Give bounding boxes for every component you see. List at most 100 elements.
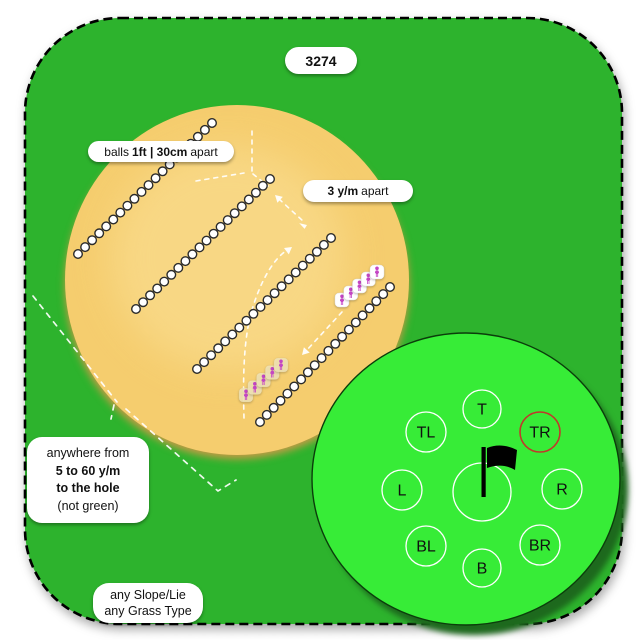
person-head [244,389,248,394]
ball-row [254,282,396,428]
golf-ball [222,215,233,226]
green-targets: T TL TR L R BL B BR [381,389,583,588]
ball-spacing-prefix: balls [104,144,129,159]
golf-ball [323,345,334,356]
distance-line: 5 to 60 y/m [55,463,121,478]
golf-ball [201,235,212,246]
target-ring [381,469,423,511]
arrowhead-icon [302,347,310,355]
golf-ball [206,117,217,128]
golf-ball [265,173,276,184]
golf-ball [187,249,198,260]
golf-ball [282,388,293,399]
golf-ball [150,173,161,184]
row-spacing-label: 3 y/m apart [303,180,413,202]
golf-ball [350,317,361,328]
golf-ball [276,281,287,292]
person-head [253,382,257,386]
golf-ball [152,283,163,294]
target-circle-B: B [462,548,502,588]
golf-ball [122,200,133,211]
player-group [334,264,385,308]
golf-ball [304,253,315,264]
golf-ball [159,276,170,287]
target-label: R [556,482,568,499]
player-icon [273,357,289,373]
golf-ball [192,131,203,142]
row-spacing-arrow [278,198,304,222]
target-label: BL [416,539,436,556]
golf-ball [227,329,238,340]
row-spacing-suffix: apart [361,184,389,198]
person-head [270,367,275,371]
target-ring [519,411,561,453]
target-ring [405,411,447,453]
golf-ball [257,180,268,191]
person-head [366,273,371,278]
golf-ball [330,338,341,349]
target-circle-TR: TR [519,411,561,453]
target-label: TL [417,425,436,442]
target-ring [541,468,583,510]
golf-ball [72,248,83,259]
person-head [261,374,266,379]
golf-ball [275,395,286,406]
distance-range-label: anywhere from 5 to 60 y/m to the hole (n… [27,437,149,523]
golf-ball [283,274,294,285]
golf-ball [208,228,219,239]
golf-ball [236,201,247,212]
target-circle-BR: BR [519,524,561,566]
person-body [279,363,283,370]
golf-ball [261,409,272,420]
distance-line: anywhere from [46,446,130,460]
distance-line: to the hole [56,481,120,495]
golf-ball [318,239,329,250]
golf-ball [115,207,126,218]
arrowhead-icon [299,223,307,229]
person-head [279,359,283,364]
golf-ball [268,402,279,413]
conditions-label: any Slope/Lie any Grass Type [93,583,203,623]
label-leader-line [252,173,269,187]
target-circle-L: L [381,469,423,511]
golf-ball [199,124,210,135]
person-body [375,270,379,277]
person-body [252,385,257,393]
golf-ball [357,310,368,321]
golf-ball [101,221,112,232]
person-body [366,277,371,284]
golf-ball [191,364,202,375]
conditions-line: any Slope/Lie [110,588,186,602]
ball-spacing-suffix: apart [190,144,218,159]
target-ring [462,389,502,429]
golf-ball [136,186,147,197]
ball-spacing-value: 1ft | 30cm [131,144,188,159]
flagstick [481,447,486,497]
player-group [238,357,289,403]
golf-ball [343,324,354,335]
target-ring [405,525,447,567]
target-circle-T: T [462,389,502,429]
golf-ball [385,282,396,293]
ball-row [130,173,276,315]
golf-ball [166,269,177,280]
golf-ball [364,303,375,314]
golf-ball [296,374,307,385]
target-ring [462,548,502,588]
golf-ball [254,417,265,428]
arrowhead-icon [275,195,283,203]
ball-rows [72,117,396,428]
person-body [261,378,266,385]
golf-ball [143,180,154,191]
golf-ball [220,336,231,347]
target-label: BR [529,538,551,555]
golf-ball [213,343,224,354]
golf-ball [302,367,313,378]
golf-ball [297,260,308,271]
player-groups [238,264,385,403]
golf-ball [180,256,191,267]
label-leader-line [195,172,245,182]
target-circle-TL: TL [405,411,447,453]
target-label: L [398,483,407,500]
